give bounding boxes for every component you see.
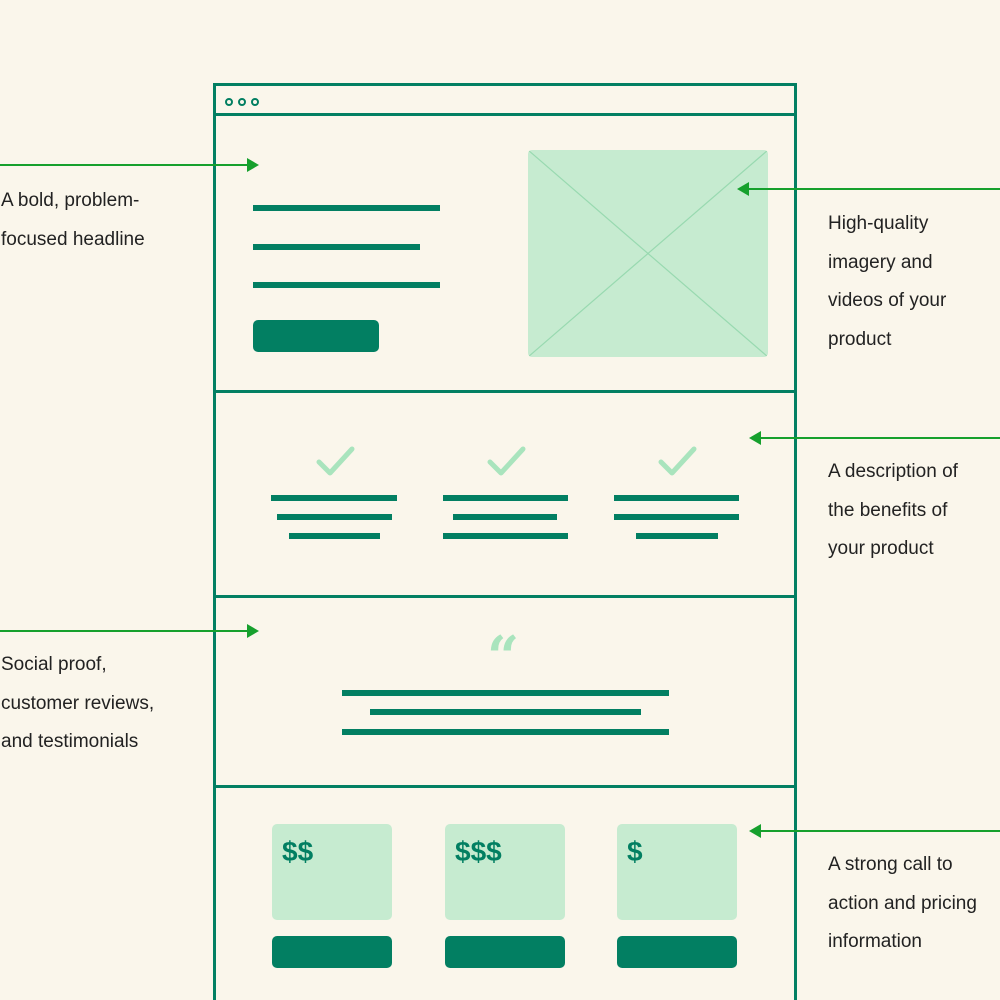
pricing-card: $ xyxy=(617,824,737,920)
annotation-arrow-line xyxy=(0,630,248,632)
social-proof-section: “ xyxy=(216,598,794,788)
annotation-line: imagery and xyxy=(828,251,933,273)
testimonial-line xyxy=(370,709,641,715)
quote-mark-icon: “ xyxy=(487,624,520,690)
benefit-text-line xyxy=(443,495,568,501)
arrow-right-icon xyxy=(247,624,259,638)
annotation-line: High-quality xyxy=(828,213,929,234)
annotation-line: action and pricing xyxy=(828,892,977,914)
arrow-left-icon xyxy=(737,182,749,196)
window-dot-icon xyxy=(225,98,233,106)
annotation-social-proof: Social proof, customer reviews, and test… xyxy=(1,646,154,762)
annotation-line: and testimonials xyxy=(1,731,139,752)
price-label: $$$ xyxy=(455,836,502,867)
pricing-section: $$ $$$ $ xyxy=(216,788,794,1000)
checkmark-icon xyxy=(658,446,697,476)
annotation-line: the benefits of xyxy=(828,499,948,521)
annotation-line: customer reviews, xyxy=(1,692,155,714)
annotation-line: A bold, problem- xyxy=(1,190,140,211)
hero-section xyxy=(216,116,794,393)
annotation-cta: A strong call to action and pricing info… xyxy=(828,846,977,962)
testimonial-line xyxy=(342,690,669,696)
checkmark-icon xyxy=(316,446,355,476)
browser-wireframe: “ $$ $$$ $ xyxy=(213,83,797,1000)
window-dot-icon xyxy=(238,98,246,106)
headline-line xyxy=(253,244,420,250)
benefits-section xyxy=(216,393,794,598)
window-dot-icon xyxy=(251,98,259,106)
browser-titlebar xyxy=(216,86,794,116)
annotation-arrow-line xyxy=(760,437,1000,439)
testimonial-line xyxy=(342,729,669,735)
annotation-line: product xyxy=(828,328,892,350)
annotation-benefits: A description of the benefits of your pr… xyxy=(828,453,958,569)
pricing-buy-button[interactable] xyxy=(445,936,565,968)
annotation-arrow-line xyxy=(748,188,1000,190)
pricing-buy-button[interactable] xyxy=(617,936,737,968)
hero-cta-button[interactable] xyxy=(253,320,379,352)
checkmark-icon xyxy=(487,446,526,476)
pricing-buy-button[interactable] xyxy=(272,936,392,968)
benefit-text-line xyxy=(614,514,739,520)
annotation-line: information xyxy=(828,931,922,952)
benefit-text-line xyxy=(614,495,739,501)
image-placeholder-icon xyxy=(528,150,768,357)
pricing-card: $$$ xyxy=(445,824,565,920)
annotation-imagery: High-quality imagery and videos of your … xyxy=(828,205,946,359)
price-label: $ xyxy=(627,836,643,867)
annotation-line: Social proof, xyxy=(1,654,107,675)
arrow-left-icon xyxy=(749,824,761,838)
annotation-arrow-line xyxy=(0,164,248,166)
headline-line xyxy=(253,282,440,288)
image-placeholder xyxy=(528,150,768,357)
annotation-headline: A bold, problem- focused headline xyxy=(1,182,145,259)
annotation-line: A description of xyxy=(828,461,958,482)
annotation-line: focused headline xyxy=(1,228,145,250)
arrow-right-icon xyxy=(247,158,259,172)
benefit-text-line xyxy=(289,533,380,539)
benefit-text-line xyxy=(636,533,718,539)
arrow-left-icon xyxy=(749,431,761,445)
benefit-text-line xyxy=(277,514,392,520)
benefit-text-line xyxy=(271,495,397,501)
annotation-line: your product xyxy=(828,538,934,559)
price-label: $$ xyxy=(282,836,314,867)
pricing-card: $$ xyxy=(272,824,392,920)
headline-line xyxy=(253,205,440,211)
annotation-line: A strong call to xyxy=(828,854,953,875)
benefit-text-line xyxy=(453,514,557,520)
benefit-text-line xyxy=(443,533,568,539)
annotation-line: videos of your xyxy=(828,290,947,311)
annotation-arrow-line xyxy=(760,830,1000,832)
